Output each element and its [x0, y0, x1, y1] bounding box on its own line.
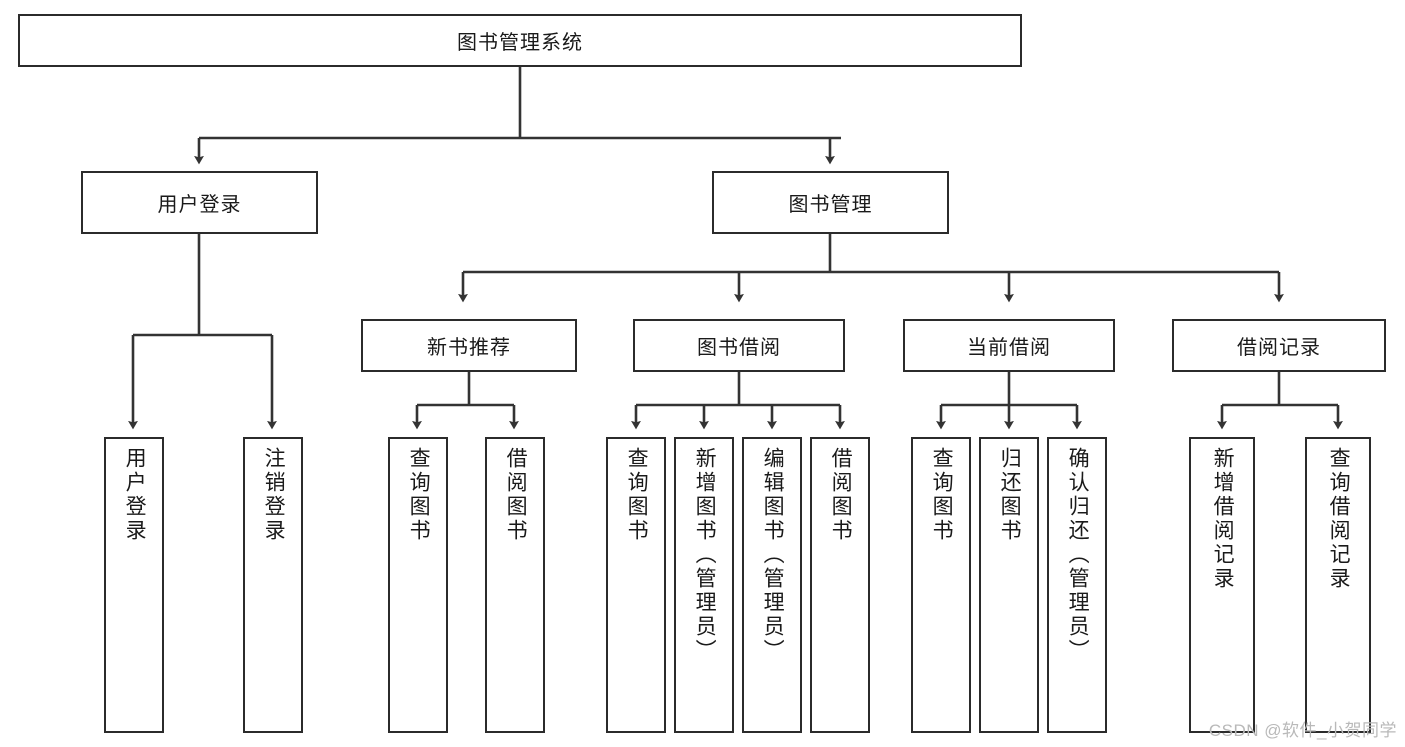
- leaf-record-query[interactable]: 查询借阅记录: [1305, 437, 1371, 733]
- node-label: 注销登录: [262, 447, 286, 543]
- node-book-management[interactable]: 图书管理: [712, 171, 949, 234]
- node-label: 新增借阅记录: [1211, 447, 1235, 591]
- node-label: 编辑图书（管理员）: [761, 447, 785, 663]
- node-user-login[interactable]: 用户登录: [81, 171, 318, 234]
- leaf-current-query-book[interactable]: 查询图书: [911, 437, 971, 733]
- leaf-borrow-query-book[interactable]: 查询图书: [606, 437, 666, 733]
- node-label: 查询图书: [625, 447, 649, 543]
- leaf-user-login[interactable]: 用户登录: [104, 437, 164, 733]
- leaf-borrow-do-borrow[interactable]: 借阅图书: [810, 437, 870, 733]
- leaf-record-add[interactable]: 新增借阅记录: [1189, 437, 1255, 733]
- node-label: 用户登录: [123, 447, 147, 543]
- node-borrow-record[interactable]: 借阅记录: [1172, 319, 1386, 372]
- node-label: 查询图书: [407, 447, 431, 543]
- leaf-recommend-query-book[interactable]: 查询图书: [388, 437, 448, 733]
- node-label: 查询借阅记录: [1327, 447, 1351, 591]
- node-label: 新书推荐: [427, 337, 511, 359]
- node-label: 借阅图书: [504, 447, 528, 543]
- node-label: 确认归还（管理员）: [1066, 447, 1090, 663]
- leaf-user-logout[interactable]: 注销登录: [243, 437, 303, 733]
- node-label: 图书管理: [788, 194, 873, 216]
- node-label: 用户登录: [157, 194, 242, 216]
- node-label: 图书借阅: [697, 337, 781, 359]
- node-root-system[interactable]: 图书管理系统: [18, 14, 1022, 67]
- node-current-borrow[interactable]: 当前借阅: [903, 319, 1115, 372]
- node-label: 归还图书: [998, 447, 1022, 543]
- node-book-borrow[interactable]: 图书借阅: [633, 319, 845, 372]
- leaf-current-confirm-return-admin[interactable]: 确认归还（管理员）: [1047, 437, 1107, 733]
- node-label: 新增图书（管理员）: [693, 447, 717, 663]
- leaf-recommend-borrow-book[interactable]: 借阅图书: [485, 437, 545, 733]
- leaf-borrow-edit-book-admin[interactable]: 编辑图书（管理员）: [742, 437, 802, 733]
- node-label: 当前借阅: [967, 337, 1051, 359]
- node-label: 查询图书: [930, 447, 954, 543]
- csdn-watermark: CSDN @软件_小贺同学: [1208, 721, 1397, 740]
- node-label: 借阅记录: [1237, 337, 1321, 359]
- node-label: 借阅图书: [829, 447, 853, 543]
- leaf-current-return-book[interactable]: 归还图书: [979, 437, 1039, 733]
- node-label: 图书管理系统: [457, 32, 583, 54]
- leaf-borrow-add-book-admin[interactable]: 新增图书（管理员）: [674, 437, 734, 733]
- node-new-book-recommend[interactable]: 新书推荐: [361, 319, 577, 372]
